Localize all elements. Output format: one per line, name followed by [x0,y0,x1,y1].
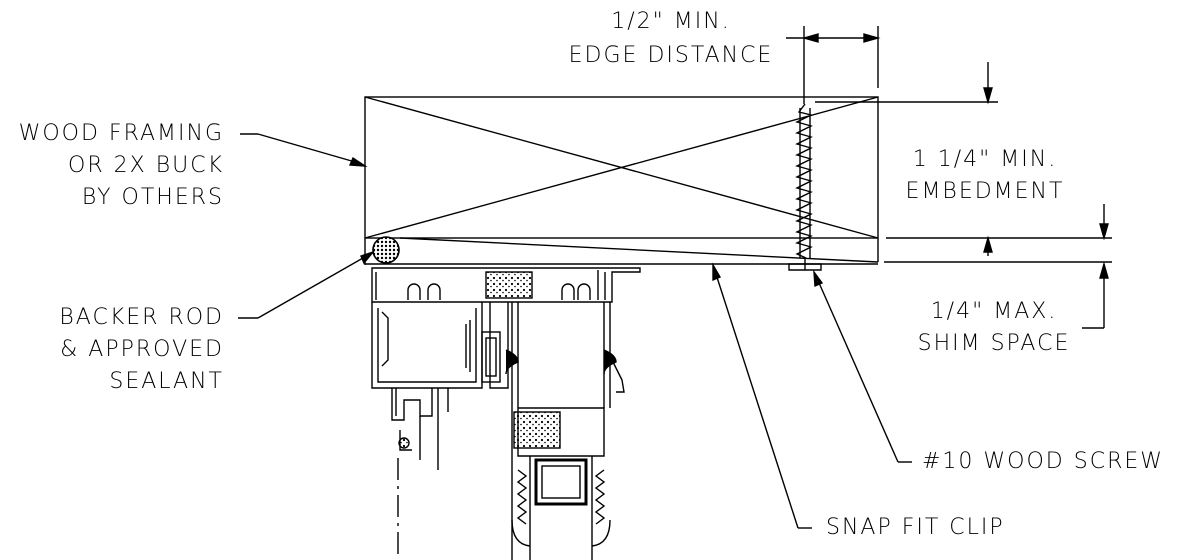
edge-distance-line-2: EDGE DISTANCE [568,43,774,68]
embedment-line-2: EMBEDMENT [905,179,1065,204]
wood-framing-block [364,96,879,239]
wood-screw [788,103,822,271]
wood-framing-label: WOOD FRAMING OR 2X BUCK BY OTHERS [0,122,224,210]
snap-fit-clip-text: SNAP FIT CLIP [826,515,1005,540]
wood-screw-text: #10 WOOD SCREW [922,449,1165,474]
wood-framing-line-2: OR 2X BUCK [68,153,224,178]
snap-fit-clip-label: SNAP FIT CLIP [826,516,1005,540]
edge-distance-line-1: 1/2" MIN. [611,9,731,34]
wood-framing-line-1: WOOD FRAMING [18,121,224,146]
shim-space-dimension [884,204,1112,329]
backer-rod-line-1: BACKER ROD [59,305,224,330]
shim-space-label: 1/4" MAX. SHIM SPACE [906,300,1082,356]
wood-screw-leader [813,269,912,463]
backer-rod-line-2: & APPROVED [60,337,224,362]
backer-rod-line-3: SEALANT [109,369,224,394]
wood-framing-line-3: BY OTHERS [81,185,224,210]
embedment-label: 1 1/4" MIN. EMBEDMENT [894,148,1076,204]
wood-screw-label: #10 WOOD SCREW [922,450,1164,474]
wood-framing-leader [240,133,368,167]
embedment-line-1: 1 1/4" MIN. [912,147,1058,172]
shim-space-line-1: 1/4" MAX. [930,299,1058,324]
backer-rod-leader [238,250,376,319]
frame-profile [371,267,641,560]
snap-fit-clip-leader [712,262,812,529]
embedment-dimension [815,62,1112,256]
backer-rod-label: BACKER ROD & APPROVED SEALANT [0,306,224,394]
edge-distance-label: 1/2" MIN. EDGE DISTANCE [560,10,782,68]
edge-distance-dimension [786,26,881,104]
backer-rod [372,236,400,264]
shim-space-line-2: SHIM SPACE [917,331,1071,356]
